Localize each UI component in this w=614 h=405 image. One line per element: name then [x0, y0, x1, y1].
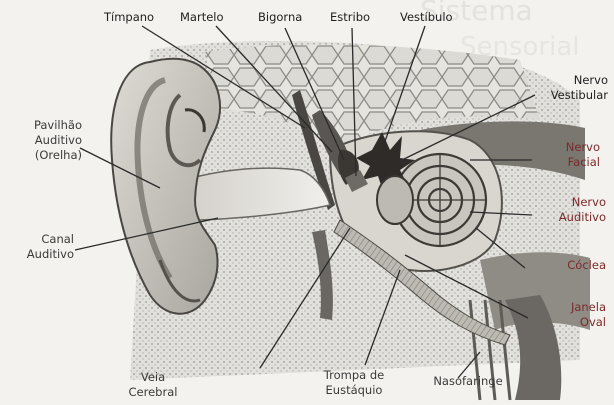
label-trompa-de-eustaquio: Trompa de Eustáquio	[312, 368, 396, 398]
label-vestibulo: Vestíbulo	[400, 10, 453, 25]
label-nervo-vestibular: Nervo Vestibular	[520, 73, 608, 103]
label-coclea: Cóclea	[520, 258, 606, 273]
label-veia-cerebral: Veia Cerebral	[118, 370, 188, 400]
label-estribo: Estribo	[330, 10, 370, 25]
label-bigorna: Bigorna	[258, 10, 302, 25]
label-canal-auditivo: Canal Auditivo	[10, 232, 74, 262]
label-pavilhao-auditivo: Pavilhão Auditivo (Orelha)	[16, 118, 82, 163]
label-nasofaringe: Nasofaringe	[420, 374, 516, 389]
label-timpano: Tímpano	[104, 10, 154, 25]
label-martelo: Martelo	[180, 10, 224, 25]
label-janela-oval: Janela Oval	[520, 300, 606, 330]
label-nervo-facial: Nervo Facial	[520, 140, 600, 170]
label-nervo-auditivo: Nervo Auditivo	[520, 195, 606, 225]
